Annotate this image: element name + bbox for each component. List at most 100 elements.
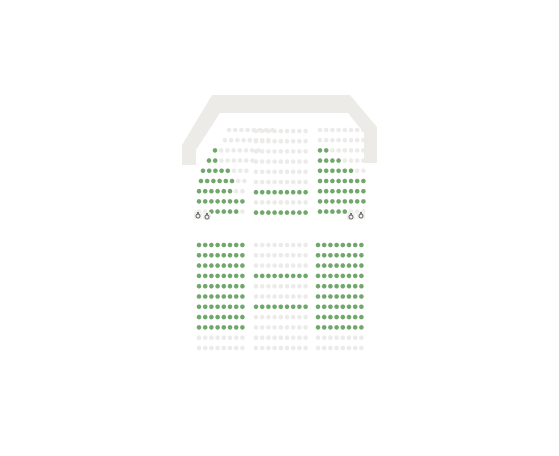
stalls-left-seat[interactable]: [221, 263, 227, 268]
stalls-center-seat[interactable]: [259, 304, 265, 310]
stalls-left-seat[interactable]: [221, 273, 227, 279]
stalls-right-seat[interactable]: [340, 314, 346, 320]
stalls-right-seat[interactable]: [334, 273, 339, 279]
stalls-left-seat[interactable]: [215, 263, 220, 268]
balcony-right-seat[interactable]: [323, 148, 329, 153]
balcony-right-seat[interactable]: [317, 178, 323, 184]
stalls-right-seat[interactable]: [340, 325, 346, 330]
stalls-left-seat[interactable]: [240, 325, 245, 330]
stalls-right-seat[interactable]: [352, 253, 358, 258]
stalls-center-seat[interactable]: [297, 304, 302, 310]
balcony-right-seat[interactable]: [361, 178, 366, 184]
balcony-right-seat[interactable]: [323, 188, 329, 194]
stalls-left-seat[interactable]: [240, 263, 245, 268]
stalls-right-seat[interactable]: [334, 263, 339, 268]
companion-icon[interactable]: [203, 212, 211, 220]
stalls-left-seat[interactable]: [196, 242, 202, 248]
balcony-right-seat[interactable]: [342, 168, 348, 174]
balcony-left-seat[interactable]: [221, 188, 227, 194]
stalls-left-seat[interactable]: [196, 263, 202, 268]
stalls-left-seat[interactable]: [202, 263, 208, 268]
stalls-right-seat[interactable]: [359, 283, 364, 289]
stalls-center-seat[interactable]: [303, 304, 308, 310]
balcony-center-seat[interactable]: [266, 210, 271, 215]
stalls-left-seat[interactable]: [227, 263, 233, 268]
stalls-right-seat[interactable]: [315, 294, 321, 299]
stalls-right-seat[interactable]: [334, 294, 339, 299]
stalls-center-seat[interactable]: [284, 273, 290, 279]
stalls-center-seat[interactable]: [297, 273, 302, 279]
balcony-right-seat[interactable]: [330, 199, 335, 204]
stalls-left-seat[interactable]: [196, 273, 202, 279]
stalls-left-seat[interactable]: [240, 304, 245, 310]
balcony-left-seat[interactable]: [223, 178, 229, 184]
balcony-right-seat[interactable]: [342, 188, 348, 194]
balcony-right-seat[interactable]: [317, 158, 323, 163]
balcony-right-seat[interactable]: [336, 188, 341, 194]
balcony-left-seat[interactable]: [215, 199, 220, 204]
stalls-left-seat[interactable]: [227, 314, 233, 320]
stalls-left-seat[interactable]: [233, 325, 239, 330]
stalls-left-seat[interactable]: [209, 304, 214, 310]
stalls-center-seat[interactable]: [284, 304, 290, 310]
stalls-left-seat[interactable]: [233, 314, 239, 320]
balcony-right-seat[interactable]: [342, 209, 348, 214]
companion-icon[interactable]: [347, 212, 355, 220]
stalls-center-seat[interactable]: [253, 304, 259, 310]
stalls-right-seat[interactable]: [321, 325, 327, 330]
balcony-left-seat[interactable]: [196, 188, 202, 194]
stalls-right-seat[interactable]: [340, 253, 346, 258]
stalls-left-seat[interactable]: [209, 273, 214, 279]
balcony-right-seat[interactable]: [361, 199, 366, 204]
stalls-right-seat[interactable]: [315, 273, 321, 279]
stalls-right-seat[interactable]: [346, 242, 352, 248]
balcony-right-seat[interactable]: [348, 178, 354, 184]
balcony-right-seat[interactable]: [330, 178, 335, 184]
balcony-right-seat[interactable]: [336, 209, 341, 214]
stalls-left-seat[interactable]: [196, 294, 202, 299]
stalls-left-seat[interactable]: [227, 294, 233, 299]
balcony-center-seat[interactable]: [284, 210, 290, 215]
stalls-right-seat[interactable]: [359, 273, 364, 279]
balcony-center-seat[interactable]: [278, 189, 284, 195]
balcony-right-seat[interactable]: [330, 168, 335, 174]
balcony-left-seat[interactable]: [215, 209, 220, 214]
stalls-right-seat[interactable]: [321, 294, 327, 299]
balcony-right-seat[interactable]: [336, 168, 341, 174]
balcony-left-seat[interactable]: [198, 178, 204, 184]
stalls-right-seat[interactable]: [321, 273, 327, 279]
balcony-right-seat[interactable]: [336, 178, 341, 184]
balcony-right-seat[interactable]: [336, 158, 341, 163]
stalls-right-seat[interactable]: [334, 304, 339, 310]
balcony-right-seat[interactable]: [323, 158, 329, 163]
stalls-right-seat[interactable]: [340, 294, 346, 299]
stalls-right-seat[interactable]: [315, 314, 321, 320]
stalls-right-seat[interactable]: [346, 314, 352, 320]
balcony-left-seat[interactable]: [233, 209, 239, 214]
balcony-right-seat[interactable]: [317, 199, 323, 204]
stalls-left-seat[interactable]: [209, 294, 214, 299]
balcony-left-seat[interactable]: [206, 168, 212, 174]
stalls-left-seat[interactable]: [240, 283, 245, 289]
balcony-left-seat[interactable]: [219, 168, 224, 174]
stalls-right-seat[interactable]: [352, 304, 358, 310]
stalls-right-seat[interactable]: [340, 273, 346, 279]
stalls-right-seat[interactable]: [334, 314, 339, 320]
stalls-right-seat[interactable]: [328, 273, 333, 279]
stalls-right-seat[interactable]: [352, 283, 358, 289]
balcony-left-seat[interactable]: [212, 158, 218, 163]
stalls-center-seat[interactable]: [303, 273, 308, 279]
balcony-right-seat[interactable]: [317, 188, 323, 194]
stalls-right-seat[interactable]: [328, 253, 333, 258]
stalls-right-seat[interactable]: [328, 263, 333, 268]
wheelchair-icon[interactable]: [357, 211, 365, 219]
stalls-left-seat[interactable]: [209, 314, 214, 320]
stalls-left-seat[interactable]: [240, 314, 245, 320]
stalls-left-seat[interactable]: [233, 273, 239, 279]
balcony-left-seat[interactable]: [209, 199, 214, 204]
stalls-center-seat[interactable]: [266, 304, 271, 310]
stalls-left-seat[interactable]: [209, 263, 214, 268]
balcony-left-seat[interactable]: [221, 199, 227, 204]
stalls-left-seat[interactable]: [221, 314, 227, 320]
stalls-right-seat[interactable]: [352, 273, 358, 279]
